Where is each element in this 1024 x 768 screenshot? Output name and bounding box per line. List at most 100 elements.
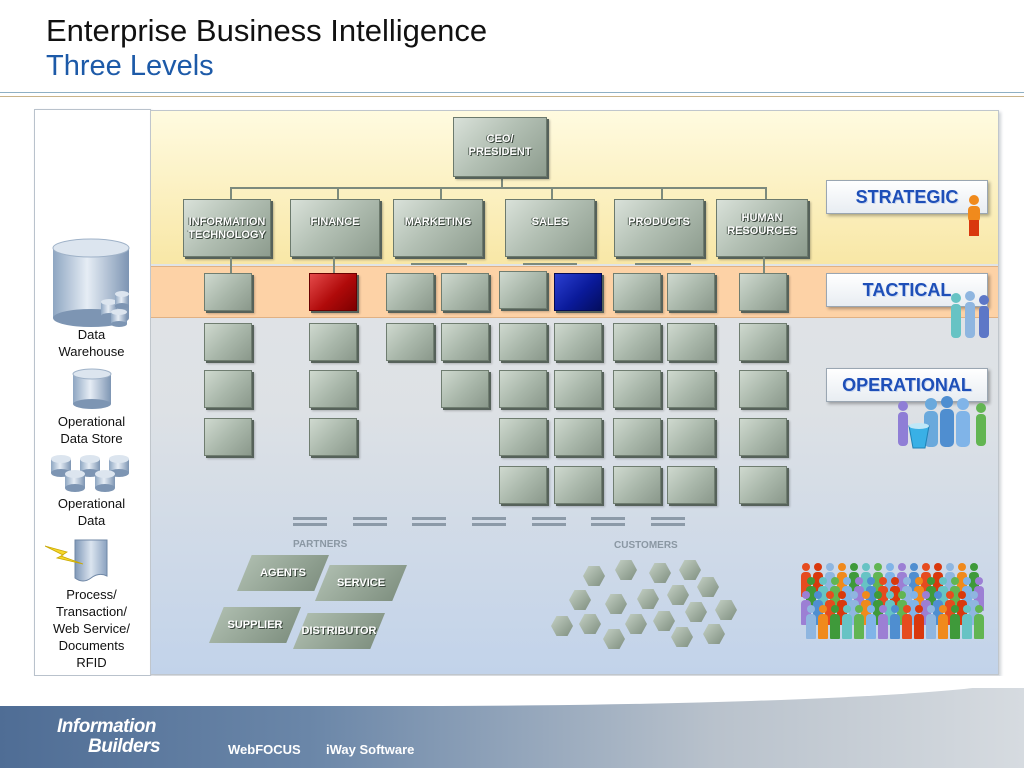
person-head: [819, 605, 827, 613]
person-body: [890, 614, 900, 639]
person-head: [838, 591, 846, 599]
footer-product-iway: iWay Software: [326, 742, 415, 757]
customer-node: [703, 624, 725, 644]
connector-line: [551, 187, 553, 199]
person-body: [950, 586, 960, 611]
unit-cell: [739, 323, 787, 361]
person-body: [842, 614, 852, 639]
person-head: [951, 605, 959, 613]
person-head: [831, 577, 839, 585]
person-body: [909, 572, 919, 597]
crowd-person-icon: [837, 563, 847, 597]
person-body: [825, 572, 835, 597]
crowd-person-icon: [914, 605, 924, 639]
unit-cell: [441, 323, 489, 361]
person-head: [850, 563, 858, 571]
unit-cell: [613, 370, 661, 408]
connector-line: [337, 187, 339, 199]
person-body: [902, 586, 912, 611]
unit-cell: [554, 418, 602, 456]
person-head: [831, 605, 839, 613]
customer-node: [715, 600, 737, 620]
unit-cell: [309, 323, 357, 361]
header-rule-accent: [0, 96, 1024, 97]
person-head: [910, 591, 918, 599]
person-body: [806, 614, 816, 639]
person-head: [898, 591, 906, 599]
unit-cell: [554, 323, 602, 361]
separator-dash: [293, 517, 327, 526]
crowd-person-icon: [969, 591, 979, 625]
person-body: [837, 600, 847, 625]
separator-dash: [532, 517, 566, 526]
header-rule: [0, 92, 1024, 93]
person-head: [886, 591, 894, 599]
unit-cell: [667, 418, 715, 456]
crowd-person-icon: [885, 591, 895, 625]
unit-cell: [739, 370, 787, 408]
person-body: [902, 614, 912, 639]
person-head: [879, 577, 887, 585]
unit-cell: [309, 418, 357, 456]
person-head: [843, 577, 851, 585]
person-head: [946, 591, 954, 599]
customer-node: [679, 560, 701, 580]
person-head: [891, 577, 899, 585]
unit-cell-highlight-blue: [554, 273, 602, 311]
crowd-person-icon: [962, 605, 972, 639]
customer-node: [615, 560, 637, 580]
crowd-person-icon: [974, 577, 984, 611]
person-body: [854, 586, 864, 611]
person-body: [962, 586, 972, 611]
crowd-person-icon: [945, 591, 955, 625]
person-body: [890, 586, 900, 611]
page-subtitle: Three Levels: [46, 50, 214, 82]
dept-human-resources: HUMAN RESOURCES: [716, 199, 808, 257]
unit-cell: [499, 466, 547, 504]
person-body: [914, 586, 924, 611]
unit-cell: [204, 370, 252, 408]
person-body: [842, 586, 852, 611]
level-operational-label: OPERATIONAL: [826, 368, 988, 402]
crowd-person-icon: [818, 605, 828, 639]
crowd-person-icon: [909, 591, 919, 625]
unit-cell: [667, 466, 715, 504]
crowd-person-icon: [878, 577, 888, 611]
person-body: [861, 600, 871, 625]
person-head: [934, 563, 942, 571]
crowd-person-icon: [837, 591, 847, 625]
separator-dash: [591, 517, 625, 526]
person-body: [830, 586, 840, 611]
unit-cell: [739, 418, 787, 456]
crowd-person-icon: [945, 563, 955, 597]
person-head: [874, 563, 882, 571]
person-body: [801, 572, 811, 597]
customer-node: [653, 611, 675, 631]
customer-node: [583, 566, 605, 586]
crowd-person-icon: [818, 577, 828, 611]
person-head: [802, 563, 810, 571]
person-body: [909, 600, 919, 625]
person-head: [879, 605, 887, 613]
person-head: [939, 577, 947, 585]
person-body: [849, 572, 859, 597]
unit-cell: [613, 466, 661, 504]
person-body: [854, 614, 864, 639]
level-strategic-label: STRATEGIC: [826, 180, 988, 214]
crowd-person-icon: [849, 563, 859, 597]
person-body: [830, 614, 840, 639]
crowd-person-icon: [801, 563, 811, 597]
connector-line: [661, 187, 663, 199]
crowd-person-icon: [957, 563, 967, 597]
person-body: [933, 600, 943, 625]
crowd-person-icon: [950, 605, 960, 639]
person-head: [891, 605, 899, 613]
person-body: [806, 586, 816, 611]
unit-cell: [554, 466, 602, 504]
page-title: Enterprise Business Intelligence: [46, 13, 488, 48]
customer-node: [603, 629, 625, 649]
crowd-person-icon: [938, 605, 948, 639]
ceo-label-line2: PRESIDENT: [468, 146, 532, 158]
dept-label-line2: TECHNOLOGY: [188, 229, 266, 241]
dept-label: SALES: [531, 216, 569, 228]
